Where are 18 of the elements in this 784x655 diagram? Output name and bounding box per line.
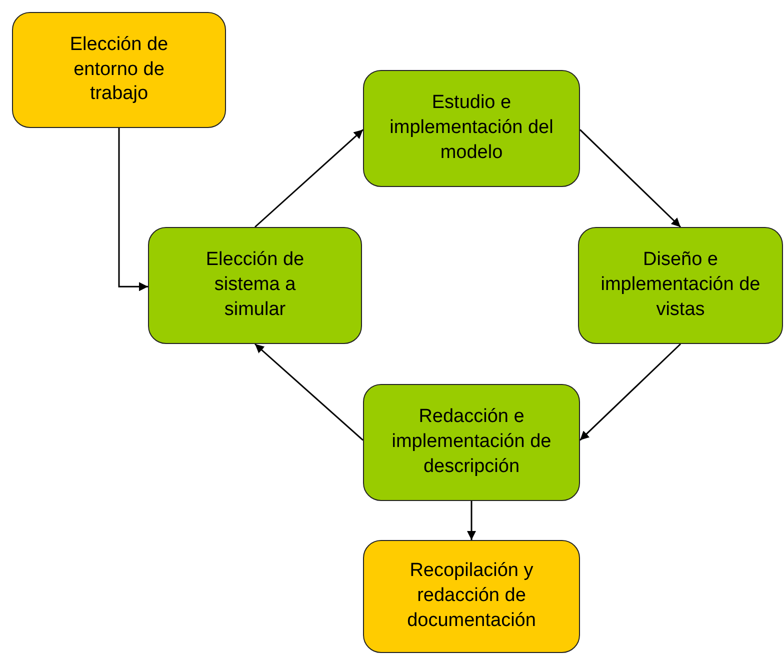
box-label: Redacción e implementación de descripción	[390, 405, 552, 479]
arrow	[254, 343, 364, 441]
process-box	[363, 384, 580, 501]
arrow	[254, 129, 364, 228]
arrow	[118, 128, 148, 292]
box-label: Diseño e implementación de vistas	[600, 248, 762, 322]
process-box	[363, 540, 580, 653]
box-label: Elección de sistema a simular	[204, 248, 306, 322]
process-box	[12, 12, 226, 128]
box-label: Elección de entorno de trabajo	[68, 32, 170, 106]
process-box	[578, 227, 783, 344]
box-label: Estudio e implementación del modelo	[388, 91, 554, 165]
box-label: Recopilación y redacción de documentación	[406, 559, 537, 633]
process-box	[148, 227, 362, 344]
arrow	[579, 343, 682, 441]
process-box	[363, 70, 580, 187]
arrow	[579, 129, 682, 228]
arrow	[467, 501, 476, 540]
